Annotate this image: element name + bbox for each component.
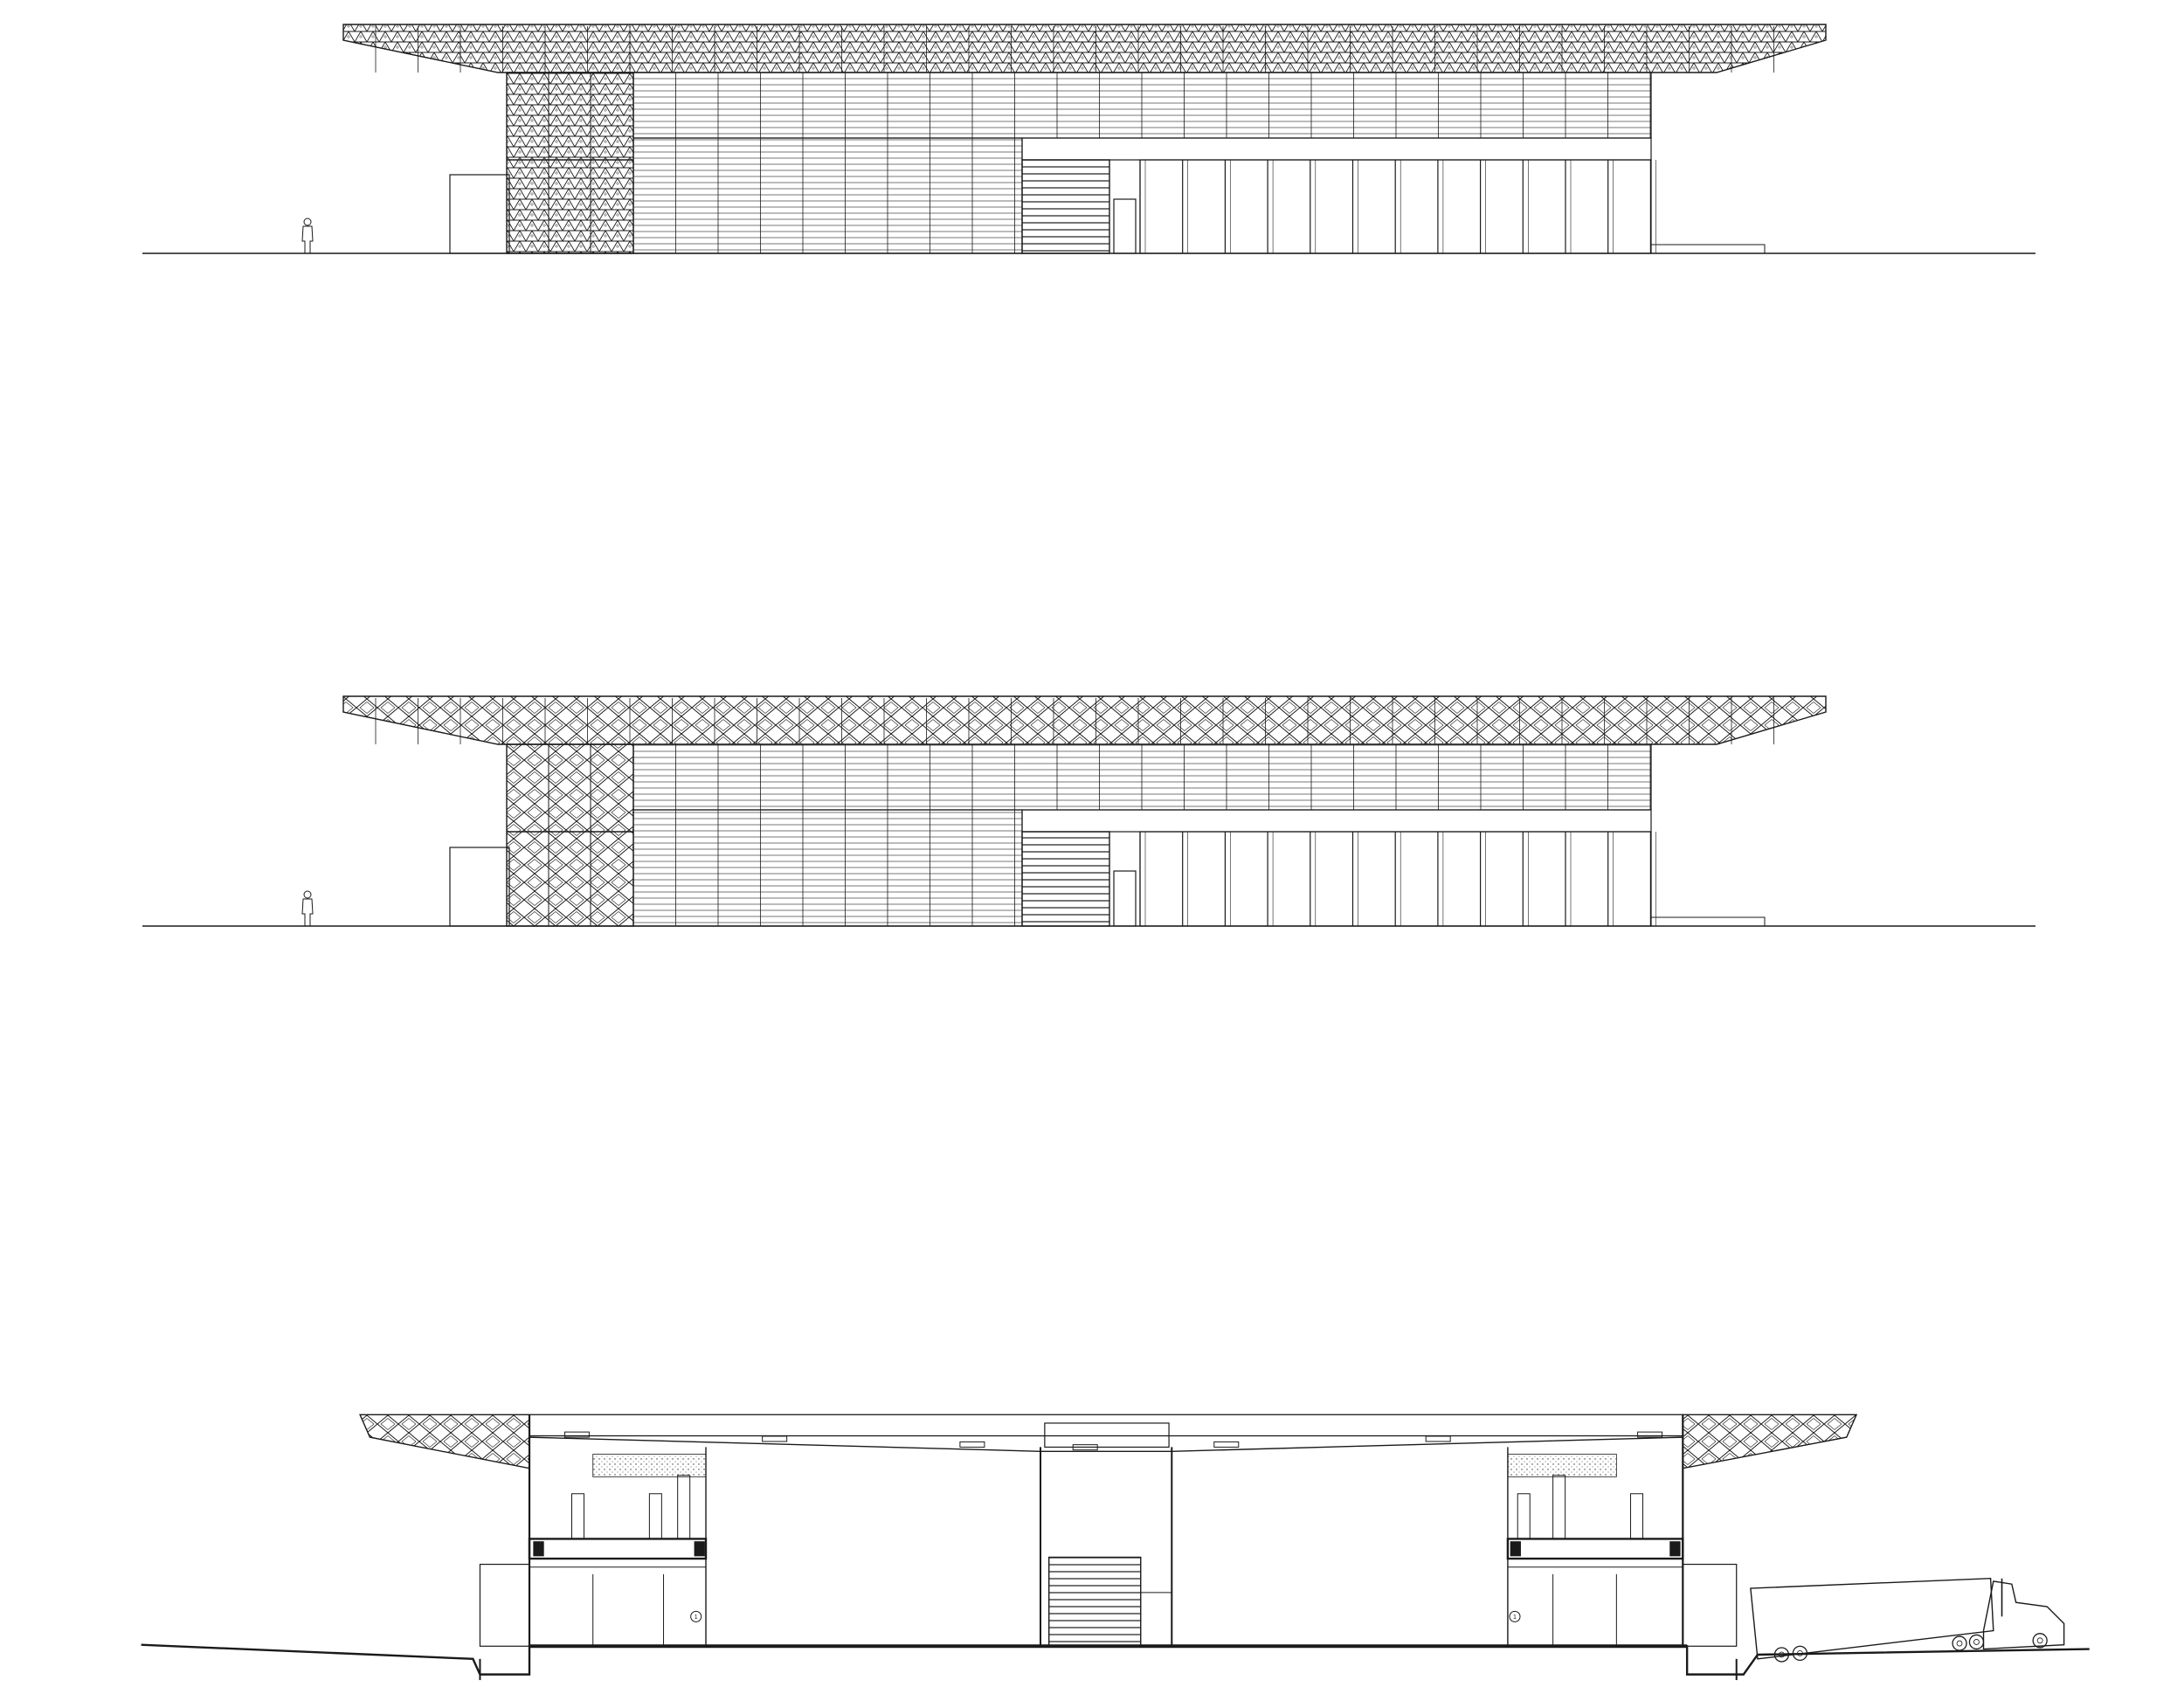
section-marker-right-label: 1 [1513, 1614, 1517, 1621]
mezzanine-right [1506, 1538, 1684, 1560]
skylight [1213, 1441, 1240, 1448]
upper-door [677, 1475, 691, 1539]
skylight [762, 1435, 788, 1442]
elevation-1 [142, 24, 2035, 254]
louver-band-upper [632, 72, 1652, 139]
roof-canopy [342, 695, 1827, 745]
truck-hub [1779, 1651, 1785, 1658]
entry-canopy-right [1682, 1563, 1738, 1647]
mezz-beam-right-a [1510, 1541, 1521, 1557]
person-head [303, 218, 312, 226]
band-beam [1021, 809, 1652, 833]
truck-wheel [1952, 1635, 1967, 1651]
louver-wall-lower [632, 809, 1023, 927]
roof-canopy [342, 24, 1827, 73]
semi-truck [1750, 1577, 2065, 1663]
section-marker-left-label: 1 [695, 1614, 698, 1621]
side-door [1113, 870, 1137, 927]
section-marker-right [1509, 1610, 1521, 1622]
skylight [563, 1431, 590, 1438]
truck-wheel [1968, 1634, 1985, 1650]
annex-box [449, 174, 510, 254]
upper-door [1552, 1475, 1566, 1539]
ceiling-band-left [592, 1454, 707, 1477]
elevation-2 [142, 695, 2035, 927]
person-body [301, 225, 314, 254]
roller-shutter-door [1021, 159, 1110, 254]
truck-wheel [2032, 1633, 2048, 1649]
louver-band-upper [632, 743, 1652, 811]
scale-figure [301, 890, 314, 927]
ceiling-band-right [1507, 1454, 1617, 1477]
canopy-wing-left [359, 1414, 530, 1469]
right-plinth [1650, 916, 1766, 927]
upper-door [1517, 1493, 1531, 1539]
truck-hub [1973, 1639, 1980, 1645]
truck-hub [1956, 1640, 1963, 1647]
truck-trailer [1750, 1577, 1994, 1660]
truck-wheel [1792, 1645, 1808, 1662]
entry-canopy-left [479, 1563, 530, 1647]
band-beam [1021, 137, 1652, 161]
roller-shutter-door [1021, 831, 1110, 927]
canopy-wing-right [1682, 1414, 1858, 1469]
skylight [1072, 1444, 1098, 1451]
truck-hub [2036, 1637, 2043, 1644]
mezz-beam-left-b [694, 1541, 705, 1557]
roof-slab [529, 1414, 1683, 1437]
truck-cab [1982, 1580, 2065, 1650]
upper-door [570, 1493, 584, 1539]
scale-figure [301, 218, 314, 254]
truck-wheel [1773, 1647, 1790, 1663]
screen-panel-left [506, 72, 634, 254]
person-head [303, 890, 312, 899]
louver-wall-lower [632, 137, 1023, 254]
roof-fall-line [529, 1436, 1683, 1452]
screen-panel-left [506, 743, 634, 927]
truck-hub [1797, 1649, 1803, 1656]
person-body [301, 898, 314, 927]
mezzanine-left [528, 1538, 708, 1560]
upper-door [1630, 1493, 1644, 1539]
section-marker-left [690, 1610, 702, 1622]
roof-monitor [1044, 1422, 1170, 1448]
annex-box [449, 847, 510, 927]
right-plinth [1650, 244, 1766, 254]
mezz-beam-right-b [1669, 1541, 1681, 1557]
skylight [1425, 1435, 1451, 1442]
mezz-beam-left-a [533, 1541, 544, 1557]
skylight [959, 1441, 985, 1448]
skylight [1637, 1431, 1663, 1438]
upper-door [648, 1493, 662, 1539]
side-door [1113, 198, 1137, 254]
loading-shutter [1048, 1556, 1142, 1647]
